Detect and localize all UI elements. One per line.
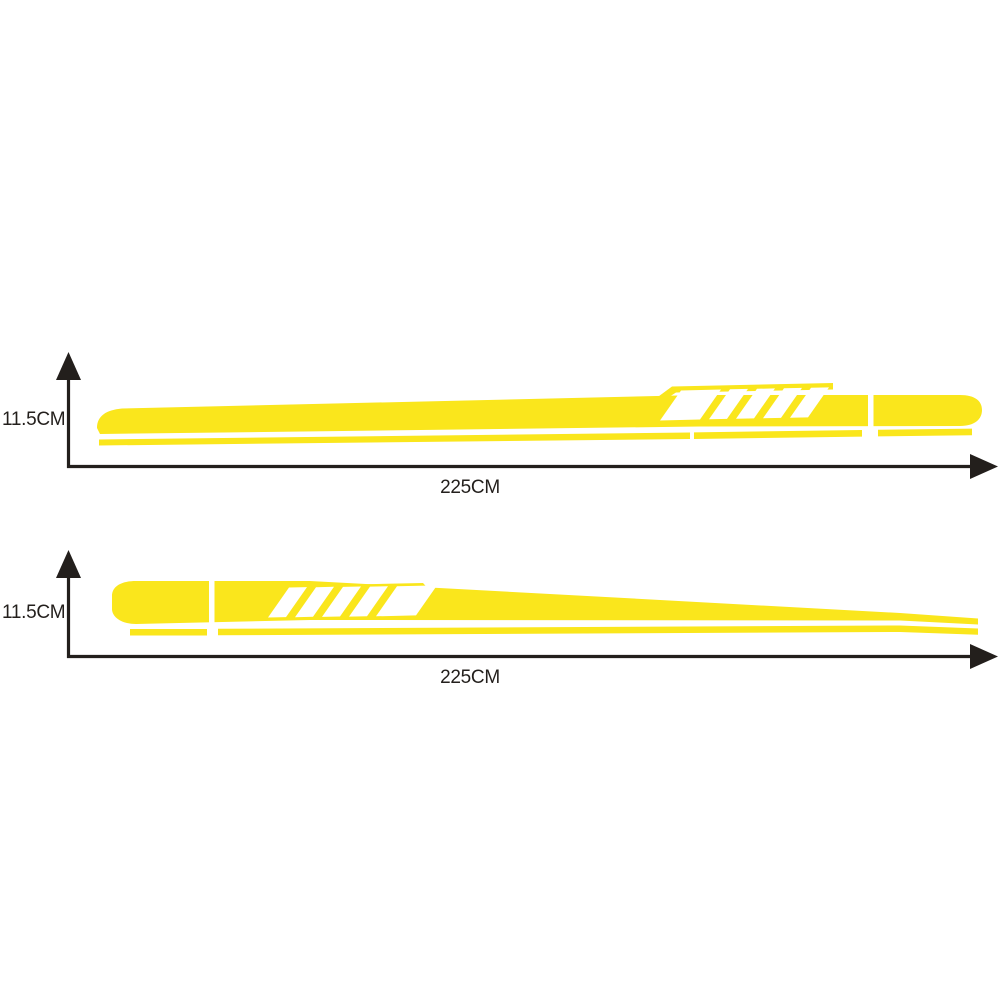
up-arrow-icon-top: [56, 352, 81, 380]
height-label-top: 11.5CM: [2, 409, 65, 430]
decal-pinstripe-left-bottom: [130, 629, 207, 636]
decal-stripe-gaps-top: [660, 387, 829, 421]
right-arrow-icon-top: [970, 454, 998, 479]
decal-pinstripe-right-bottom: [218, 625, 978, 636]
up-arrow-icon-bottom: [56, 550, 81, 578]
decal-pinstripe-left-top: [99, 432, 690, 446]
height-label-bottom: 11.5CM: [2, 602, 65, 623]
right-arrow-icon-bottom: [970, 644, 998, 669]
decal-separator-gap-top: [868, 390, 874, 432]
decal-graphic-top: [97, 383, 982, 446]
decal-separator-gap-bottom: [209, 576, 215, 628]
length-label-top: 225CM: [440, 477, 500, 498]
decal-graphic-bottom: [112, 576, 978, 636]
length-label-bottom: 225CM: [440, 667, 500, 688]
decal-diagram-bottom: 11.5CM 225CM: [2, 550, 998, 688]
decal-stripe-gaps-bottom: [268, 585, 437, 618]
decal-pinstripe-right-top: [878, 428, 972, 437]
decal-main-band-top: [97, 395, 982, 434]
decal-diagram-top: 11.5CM 225CM: [2, 352, 998, 498]
decal-pinstripe-mid-top: [694, 430, 862, 439]
decal-main-band-bottom: [112, 581, 978, 625]
decal-stripe-block-bottom: [262, 583, 440, 603]
